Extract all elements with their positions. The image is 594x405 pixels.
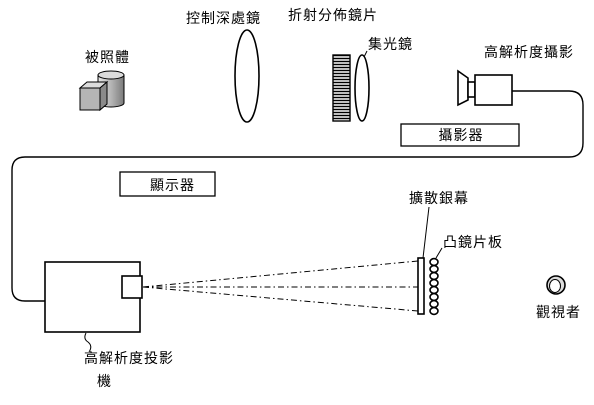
camera-unit-label: 攝影器	[439, 128, 484, 144]
refractive-distribution-lens-label: 折射分佈鏡片	[288, 7, 378, 24]
diffusion-screen-label: 擴散銀幕	[409, 190, 469, 207]
diffusion-screen-leader-line	[422, 206, 430, 259]
convex-lens-element	[429, 257, 439, 267]
control-depth-lens	[234, 29, 260, 123]
high-resolution-camera	[457, 69, 513, 107]
refractive-lens-outline	[332, 54, 351, 122]
condenser-leader-line	[363, 50, 368, 58]
illuminated-object	[78, 70, 125, 112]
convex-lens-plate	[429, 257, 439, 316]
projector-label-line1: 高解析度投影	[84, 350, 174, 367]
high-resolution-camera-label: 高解析度攝影	[484, 44, 574, 61]
refractive-lens-hatching	[333, 55, 350, 121]
projection-rays	[142, 260, 419, 312]
diffusion-screen	[417, 257, 425, 315]
projector-leader-line	[84, 332, 92, 353]
display-unit-box	[119, 171, 216, 197]
viewer-head	[546, 275, 566, 295]
viewer-label: 觀視者	[536, 305, 581, 321]
refractive-distribution-lens	[332, 54, 351, 122]
viewer-face	[549, 279, 561, 293]
projection-ray-bottom	[142, 286, 419, 312]
cube-side-face	[99, 80, 108, 112]
condenser-lens-label: 集光鏡	[368, 36, 413, 53]
high-resolution-projector	[44, 261, 143, 333]
control-depth-lens-label: 控制深處鏡	[186, 11, 261, 27]
camera-unit-box	[400, 123, 520, 147]
projection-ray-top	[142, 260, 419, 288]
convex-lens-element	[429, 278, 439, 288]
convex-lens-plate-label: 凸鏡片板	[443, 235, 503, 251]
convex-lens-element	[429, 264, 439, 274]
cylinder-top	[97, 70, 125, 80]
convex-lens-element	[429, 271, 439, 281]
convex-lens-element	[429, 292, 439, 302]
convex-lens-plate-leader-line	[435, 247, 443, 259]
convex-lens-element	[429, 285, 439, 295]
camera-lens-hood	[457, 69, 469, 107]
illuminated-object-label: 被照體	[85, 50, 130, 66]
display-unit-label: 顯示器	[150, 178, 195, 194]
camera-lens-barrel	[467, 81, 476, 98]
connection-cable	[11, 90, 584, 302]
convex-lens-element	[429, 306, 439, 316]
projector-lens	[121, 275, 143, 299]
projector-label-line2: 機	[97, 374, 112, 390]
condenser-lens	[354, 54, 370, 122]
cube-front-face	[79, 87, 101, 111]
camera-body	[474, 74, 513, 106]
convex-lens-element	[429, 299, 439, 309]
